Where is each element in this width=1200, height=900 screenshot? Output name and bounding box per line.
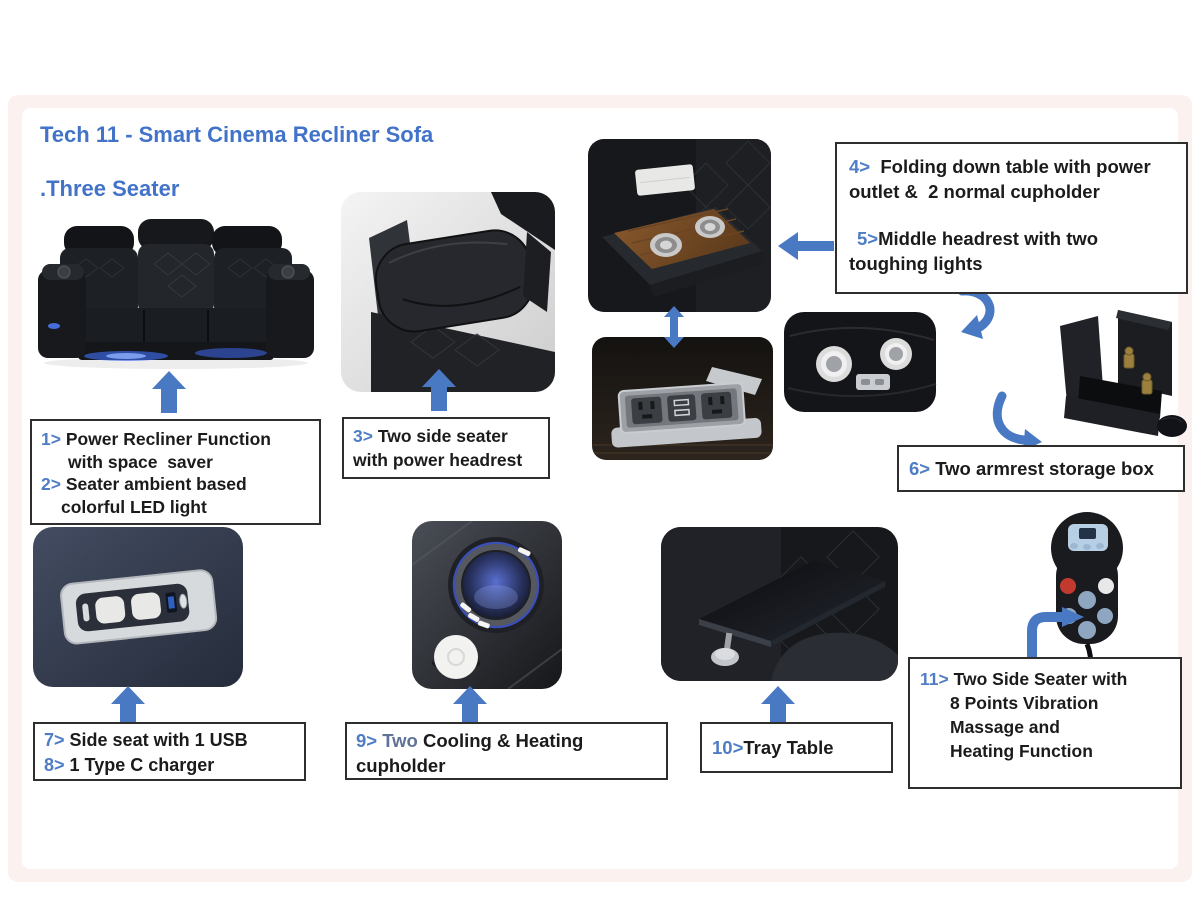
up-arrow-icon [110, 686, 146, 733]
feature-text: Middle headrest with two [878, 228, 1099, 249]
callout-line: 4> Folding down table with power [849, 154, 1174, 179]
callout-feature-3: 3> Two side seater with power headrest [342, 417, 550, 479]
feature-number: 3> [353, 426, 373, 446]
callout-line: cupholder [356, 755, 446, 776]
feature-number: 4> [849, 156, 871, 177]
page-subtitle: .Three Seater [40, 176, 180, 201]
feature-text: Seater ambient based [60, 474, 247, 494]
callout-line: 5>Middle headrest with two [849, 226, 1174, 251]
callout-line: 8> 1 Type C charger [44, 753, 295, 778]
feature-text-highlight: Two [377, 730, 423, 751]
feature-number: 8> [44, 755, 65, 775]
cooling-heating-cupholder-photo [412, 521, 562, 689]
usb-panel-photo [33, 527, 243, 687]
callout-feature-9: 9> Two Cooling & Heating cupholder [345, 722, 668, 780]
callout-feature-11: 11> Two Side Seater with 8 Points Vibrat… [908, 657, 1182, 789]
up-arrow-icon [151, 371, 187, 418]
double-vertical-arrow-icon [663, 306, 685, 353]
up-arrow-icon [760, 686, 796, 733]
feature-number: 10> [712, 736, 744, 758]
callout-line: outlet & 2 normal cupholder [849, 181, 1100, 202]
callout-line: 8 Points Vibration [950, 693, 1099, 713]
callout-line: 11> Two Side Seater with [920, 667, 1170, 691]
callout-spacer [849, 204, 1174, 226]
middle-headrest-speaker-photo [776, 300, 946, 424]
feature-number: 2> [41, 474, 61, 494]
feature-number: 1> [41, 429, 61, 449]
feature-text: Two side seater [372, 426, 508, 446]
callout-line: Massage and [950, 717, 1060, 737]
feature-text: Side seat with 1 USB [64, 730, 248, 750]
three-seater-sofa-photo [26, 204, 326, 372]
feature-text: 1 Type C charger [64, 755, 215, 775]
callout-feature-6: 6> Two armrest storage box [897, 445, 1185, 492]
callout-features-4-5: 4> Folding down table with power outlet … [835, 142, 1188, 294]
up-arrow-icon [452, 686, 488, 733]
callout-features-7-8: 7> Side seat with 1 USB 8> 1 Type C char… [33, 722, 306, 781]
callout-line: with space saver [68, 451, 213, 472]
feature-number: 6> [909, 457, 931, 479]
feature-text: Power Recliner Function [60, 429, 271, 449]
page-title: Tech 11 - Smart Cinema Recliner Sofa [40, 122, 434, 147]
callout-line: 1> Power Recliner Function [41, 428, 310, 451]
left-arrow-icon [778, 232, 834, 265]
feature-number: 7> [44, 730, 65, 750]
callout-line: 9> Two Cooling & Heating [356, 728, 657, 753]
feature-text: Cooling & Heating [423, 730, 584, 751]
power-outlet-photo [592, 337, 773, 460]
callout-line: 6> Two armrest storage box [909, 458, 1154, 480]
callout-feature-10: 10>Tray Table [700, 722, 893, 773]
callout-features-1-2: 1> Power Recliner Function with space sa… [30, 419, 321, 525]
callout-line: toughing lights [849, 253, 983, 274]
feature-text: Tray Table [743, 736, 834, 758]
folding-table-photo [588, 139, 771, 312]
power-headrest-photo [341, 192, 555, 392]
callout-line: 7> Side seat with 1 USB [44, 728, 295, 753]
callout-line: with power headrest [353, 450, 523, 470]
callout-line: colorful LED light [61, 496, 207, 517]
callout-line: 3> Two side seater [353, 424, 539, 448]
feature-number: 5> [857, 228, 879, 249]
feature-text: Two armrest storage box [930, 457, 1154, 479]
up-arrow-icon [421, 369, 457, 416]
feature-text: Folding down table with power [870, 156, 1151, 177]
armrest-storage-photo [1040, 296, 1190, 446]
feature-number: 11> [920, 669, 949, 689]
callout-line: Heating Function [950, 741, 1093, 761]
feature-number: 9> [356, 730, 378, 751]
callout-line: 10>Tray Table [712, 737, 834, 759]
callout-line: 2> Seater ambient based [41, 473, 310, 496]
tray-table-photo [661, 527, 898, 681]
feature-text: Two Side Seater with [948, 669, 1128, 689]
elbow-arrow-up-right-icon [1022, 607, 1086, 670]
